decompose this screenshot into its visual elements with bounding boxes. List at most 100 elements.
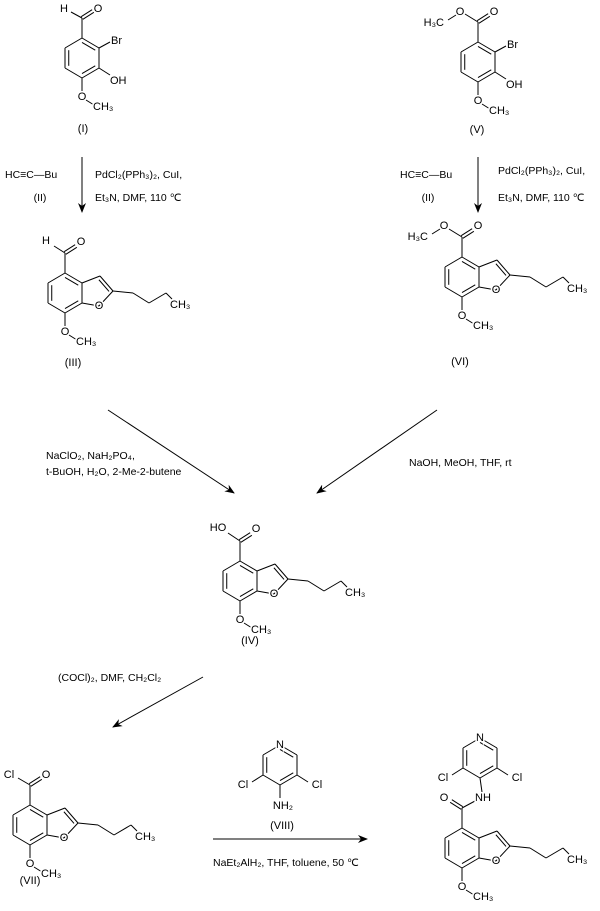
double-bond (451, 799, 464, 808)
bond (545, 847, 564, 859)
bond (99, 275, 114, 292)
hydroxy-group: HO (210, 522, 227, 534)
bond (98, 67, 111, 76)
double-bond (449, 801, 462, 810)
furan-oxygen: O (60, 832, 69, 844)
ring-bond (444, 286, 463, 298)
double-bond (63, 244, 76, 253)
double-bond (460, 228, 473, 237)
ring-bond (444, 857, 463, 869)
bond (85, 99, 95, 106)
bond (461, 800, 476, 809)
bond (481, 103, 491, 110)
double-bond-inner (29, 832, 44, 842)
bond (465, 318, 475, 325)
aldehyde-hydrogen: H (60, 3, 68, 15)
bond (251, 774, 264, 783)
double-bond (30, 778, 43, 787)
reaction-arrow-VI-to-IV (316, 409, 438, 494)
bond (545, 276, 564, 288)
bond (448, 228, 463, 238)
bond (243, 622, 253, 629)
bond (340, 580, 348, 588)
bond (273, 578, 289, 595)
double-bond-inner (81, 65, 96, 75)
methoxy-oxygen: O (458, 881, 467, 893)
amidation-conditions: NaEt₂AlH₂, THF, toluene, 50 ℃ (213, 857, 359, 869)
butyl-methyl: CH₃ (170, 299, 190, 311)
ring-bond (461, 857, 480, 869)
ring-bond (461, 827, 480, 839)
chloro-group: Cl (512, 772, 522, 784)
methyl-group: CH₃ (41, 868, 61, 880)
bond (296, 774, 309, 783)
bond (465, 889, 475, 896)
reagent-label-II-right: (II) (422, 192, 435, 204)
bond (113, 824, 132, 836)
bond (562, 276, 570, 284)
bond (478, 830, 498, 839)
ring-bond (444, 827, 463, 839)
bond (495, 845, 511, 862)
methyl-group: CH₃ (473, 891, 493, 903)
bond (112, 290, 134, 294)
double-bond (28, 776, 41, 785)
bond (478, 857, 497, 862)
compound-label-I: (I) (78, 123, 88, 135)
hydroxy-group: OH (110, 75, 127, 87)
ring-bond (279, 774, 298, 786)
ring-bond (47, 302, 66, 314)
compound-label-VIII: (VIII) (270, 820, 294, 832)
bond (33, 866, 43, 873)
ring-bond (479, 767, 498, 779)
ring-bond (479, 737, 498, 749)
furan-oxygen: O (492, 855, 501, 867)
ring-bond (477, 71, 496, 83)
chloro-group: Cl (312, 779, 322, 791)
double-bond-inner (279, 748, 294, 758)
double-bond-inner (81, 41, 96, 51)
methyl-ester-group: H₃C (408, 231, 428, 243)
double-bond-inner (29, 808, 44, 818)
bond (431, 228, 441, 235)
furan-oxygen: O (95, 300, 104, 312)
bond (165, 292, 173, 300)
furan-oxygen: O (492, 284, 501, 296)
bromo-group: Br (507, 39, 518, 51)
ring-bond (222, 590, 241, 602)
ring-bond (29, 834, 48, 846)
reagent-alkyne-right: HC≡C—Bu (400, 169, 452, 181)
double-bond-inner (239, 564, 254, 574)
hydrolysis-conditions: NaOH, MeOH, THF, rt (409, 457, 512, 469)
carbonyl-oxygen: O (252, 523, 261, 535)
bond (46, 807, 66, 816)
carbonyl-oxygen: O (490, 6, 499, 18)
methoxy-oxygen: O (458, 310, 467, 322)
bond (64, 807, 79, 824)
bond (509, 845, 531, 849)
methyl-group: CH₃ (251, 624, 271, 636)
double-bond-inner (64, 300, 79, 310)
bond (496, 767, 509, 776)
carbonyl-oxygen: O (474, 220, 483, 232)
double-bond (82, 11, 95, 20)
double-bond-inner (461, 260, 476, 270)
methyl-group: CH₃ (489, 105, 509, 117)
bond (81, 275, 101, 284)
double-bond-inner (495, 834, 507, 847)
ring-bond (64, 272, 83, 284)
ring-bond (279, 744, 298, 756)
double-bond (65, 246, 78, 255)
double-bond-inner (479, 741, 494, 751)
ring-bond (444, 256, 463, 268)
bond (46, 834, 65, 839)
butyl-methyl: CH₃ (567, 283, 587, 295)
double-bond-inner (477, 69, 492, 79)
bond (68, 334, 78, 341)
methyl-group: CH₃ (76, 336, 96, 348)
ring-bond (461, 256, 480, 268)
bond (77, 822, 99, 826)
reaction-arrow-III-to-IV (107, 409, 235, 494)
double-bond-inner (98, 279, 110, 292)
ester-oxygen: O (456, 6, 465, 18)
